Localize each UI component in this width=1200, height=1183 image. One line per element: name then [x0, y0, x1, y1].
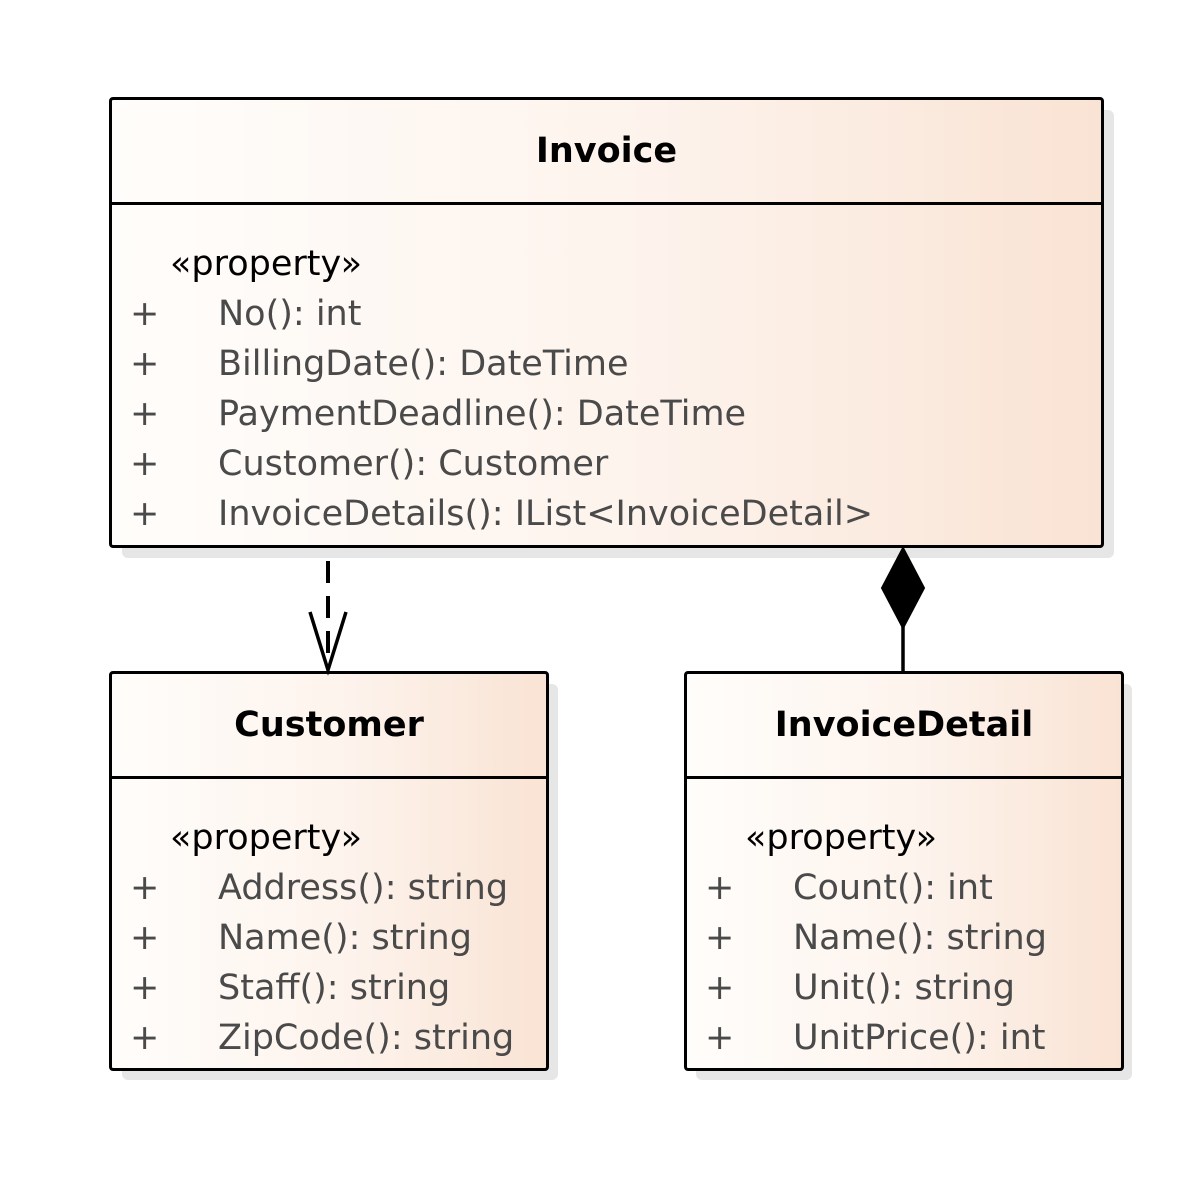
member-signature: No(): int	[218, 294, 362, 334]
member-signature: Staff(): string	[218, 968, 451, 1008]
visibility-marker: +	[130, 868, 160, 908]
filled-diamond-icon	[880, 545, 926, 631]
visibility-marker: +	[130, 344, 160, 384]
visibility-marker: +	[705, 918, 735, 958]
visibility-marker: +	[130, 918, 160, 958]
invoicedetail-class-name: InvoiceDetail	[687, 674, 1121, 779]
visibility-marker: +	[130, 444, 160, 484]
customer-class-name: Customer	[112, 674, 546, 779]
visibility-marker: +	[130, 394, 160, 434]
open-arrowhead-icon	[308, 611, 348, 676]
invoice-stereotype: «property»	[170, 244, 363, 284]
visibility-marker: +	[705, 1018, 735, 1058]
member-signature: BillingDate(): DateTime	[218, 344, 629, 384]
member-signature: ZipCode(): string	[218, 1018, 515, 1058]
visibility-marker: +	[130, 968, 160, 1008]
member-signature: Name(): string	[793, 918, 1047, 958]
member-signature: Customer(): Customer	[218, 444, 609, 484]
visibility-marker: +	[130, 294, 160, 334]
member-signature: Address(): string	[218, 868, 509, 908]
invoice-class-name: Invoice	[112, 100, 1101, 205]
visibility-marker: +	[705, 968, 735, 1008]
member-signature: UnitPrice(): int	[793, 1018, 1046, 1058]
invoicedetail-stereotype: «property»	[745, 818, 938, 858]
dependency-relation[interactable]	[308, 561, 348, 676]
composition-relation[interactable]	[880, 545, 926, 671]
member-signature: InvoiceDetails(): IList<InvoiceDetail>	[218, 494, 874, 534]
customer-stereotype: «property»	[170, 818, 363, 858]
visibility-marker: +	[705, 868, 735, 908]
member-signature: PaymentDeadline(): DateTime	[218, 394, 747, 434]
visibility-marker: +	[130, 494, 160, 534]
member-signature: Name(): string	[218, 918, 472, 958]
customer-class[interactable]: Customer «property» + Address(): string …	[109, 671, 549, 1071]
member-signature: Unit(): string	[793, 968, 1015, 1008]
visibility-marker: +	[130, 1018, 160, 1058]
member-signature: Count(): int	[793, 868, 993, 908]
invoicedetail-class[interactable]: InvoiceDetail «property» + Count(): int …	[684, 671, 1124, 1071]
invoice-class[interactable]: Invoice «property» + No(): int + Billing…	[109, 97, 1104, 548]
